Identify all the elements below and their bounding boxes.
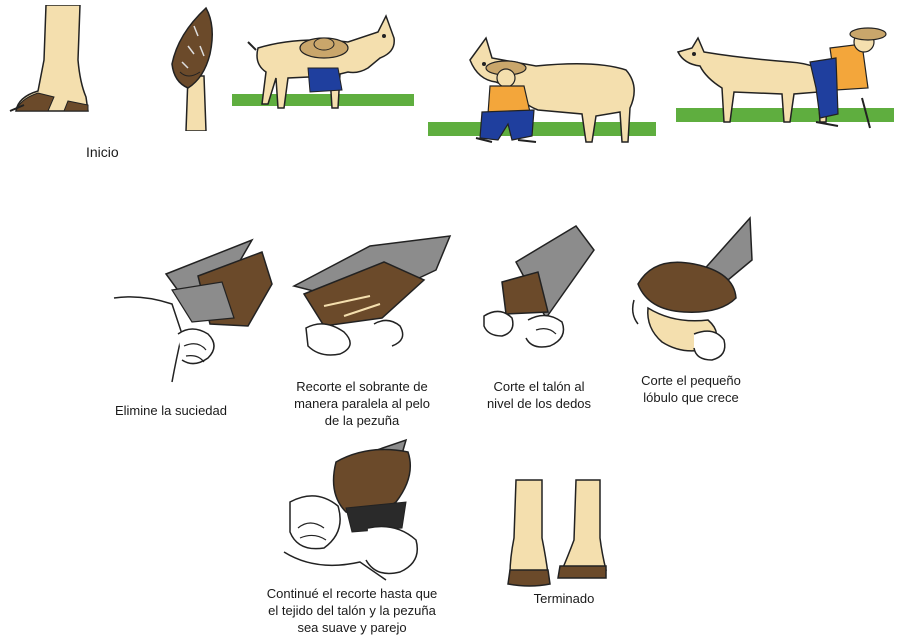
done-text: Terminado — [533, 591, 595, 606]
goat-with-farmer-illustration-1 — [228, 8, 418, 120]
step3-caption: Corte el talón al nivel de los dedos — [464, 378, 614, 412]
step4-caption: Corte el pequeño lóbulo que crece — [616, 372, 766, 406]
step2-line2: manera paralela al pelo — [294, 396, 430, 411]
continue-trim-illustration — [276, 432, 436, 582]
step4-line1: Corte el pequeño — [641, 373, 741, 388]
heel-cut-illustration — [476, 222, 606, 354]
step2-line3: de la pezuña — [324, 413, 400, 428]
done-caption: Terminado — [514, 590, 614, 607]
start-label-text: Inicio — [86, 144, 119, 160]
step3-line1: Corte el talón al — [493, 379, 585, 394]
step1-text: Elimine la suciedad — [114, 403, 227, 418]
step5-line3: sea suave y parejo — [297, 620, 407, 635]
clean-hoof-illustration — [112, 234, 280, 384]
step5-line1: Continué el recorte hasta que — [266, 586, 438, 601]
step2-line1: Recorte el sobrante de — [296, 379, 428, 394]
trim-hoof-illustration — [284, 228, 456, 358]
finished-hooves-illustration — [502, 478, 612, 588]
lobe-cut-illustration — [624, 214, 760, 366]
step4-line2: lóbulo que crece — [643, 390, 739, 405]
step2-caption: Recorte el sobrante de manera paralela a… — [262, 378, 462, 429]
step5-caption: Continué el recorte hasta que el tejido … — [222, 585, 482, 636]
step3-line2: nivel de los dedos — [486, 396, 592, 411]
goat-with-farmer-illustration-2 — [426, 30, 661, 150]
step1-caption: Elimine la suciedad — [86, 402, 256, 419]
start-label: Inicio — [86, 144, 146, 161]
hoof-sole-illustration — [158, 6, 220, 131]
step5-line2: el tejido del talón y la pezuña — [268, 603, 436, 618]
overgrown-hoof-illustration — [8, 5, 103, 117]
goat-with-farmer-illustration-3 — [670, 18, 898, 138]
